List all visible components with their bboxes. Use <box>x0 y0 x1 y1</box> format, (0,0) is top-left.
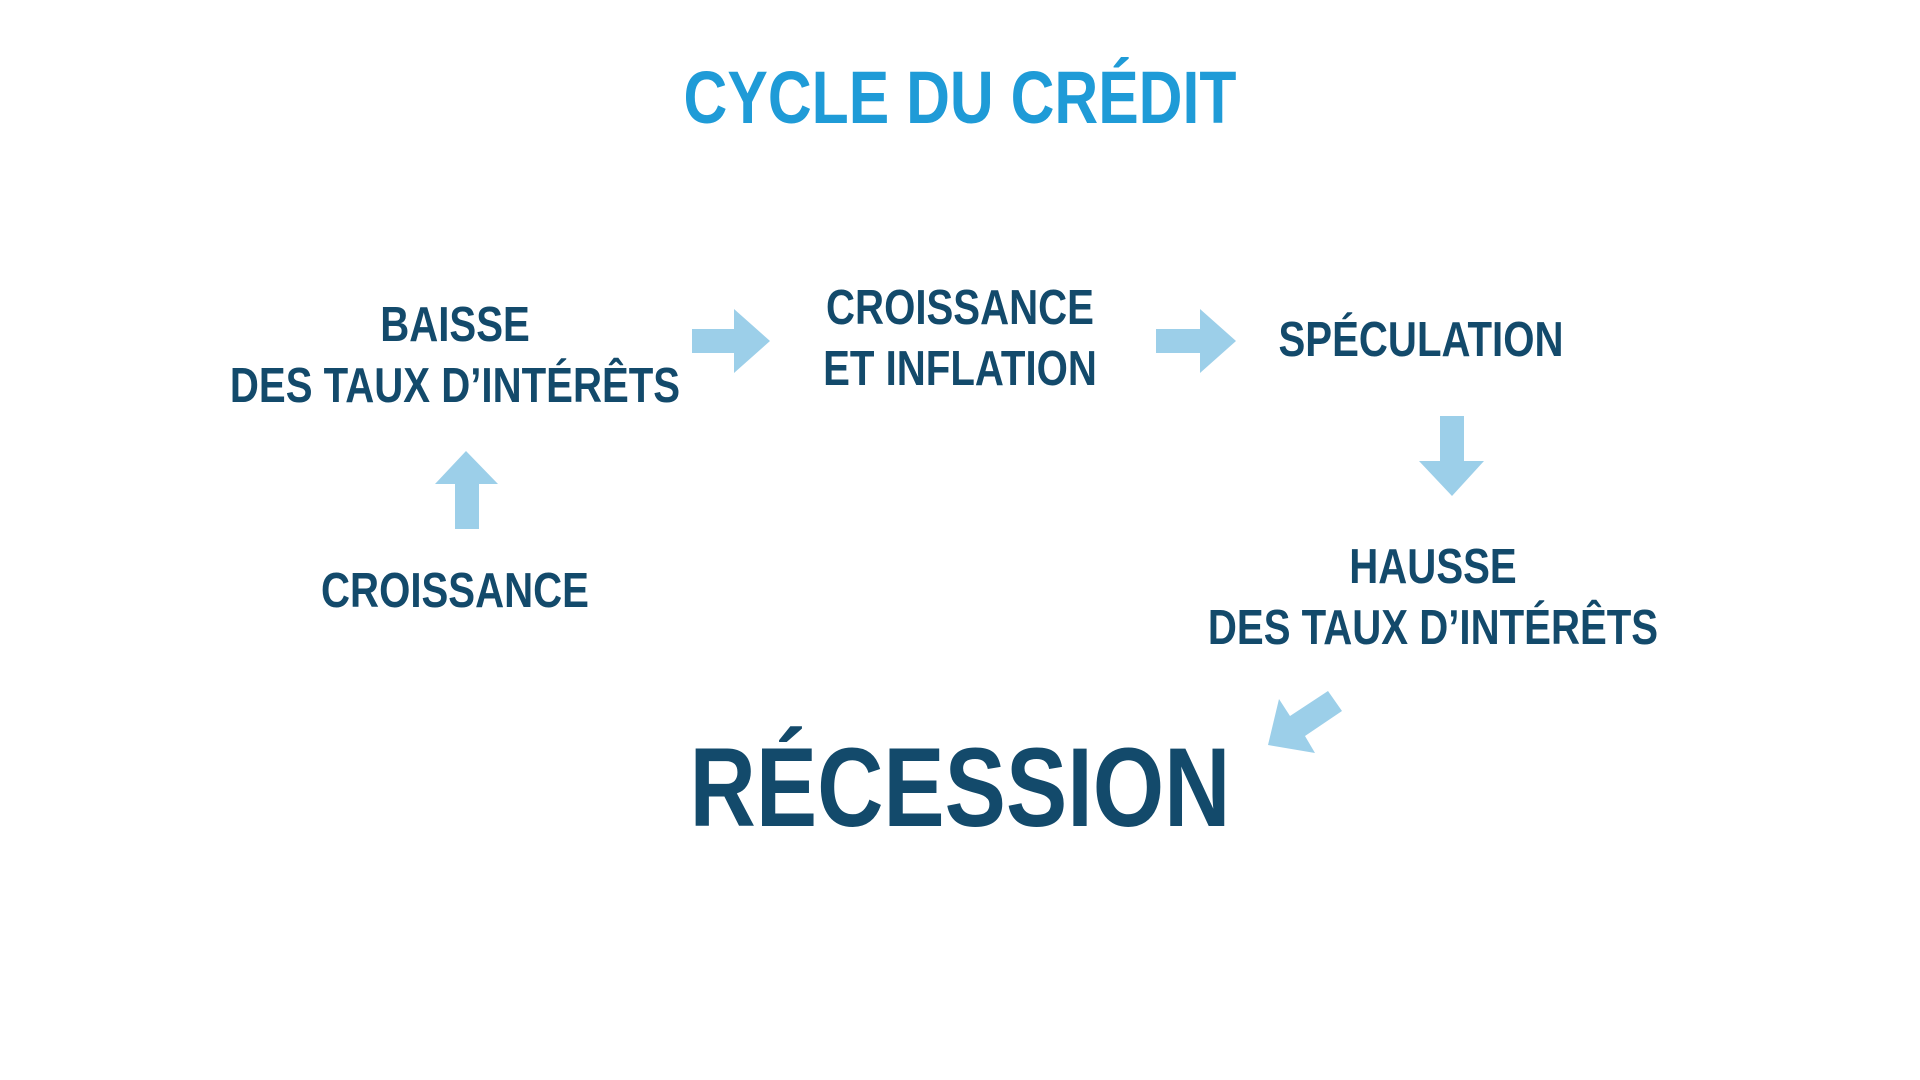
node-croissance: CROISSANCE <box>321 561 589 622</box>
node-label: SPÉCULATION <box>1278 313 1564 367</box>
node-label: ET INFLATION <box>823 342 1097 396</box>
node-baisse-taux: BAISSE DES TAUX D’INTÉRÊTS <box>230 295 680 417</box>
node-label: BAISSE <box>380 298 530 352</box>
node-label: DES TAUX D’INTÉRÊTS <box>229 359 681 413</box>
node-speculation: SPÉCULATION <box>1279 310 1564 371</box>
arrow-down-icon <box>1419 416 1484 496</box>
node-label: CROISSANCE <box>826 281 1094 335</box>
arrow-up-icon <box>435 451 498 529</box>
node-label: HAUSSE <box>1349 540 1517 594</box>
node-label: CROISSANCE <box>321 564 589 618</box>
arrow-down-left-icon <box>1268 691 1342 753</box>
node-hausse-taux: HAUSSE DES TAUX D’INTÉRÊTS <box>1208 537 1658 659</box>
node-croissance-inflation: CROISSANCE ET INFLATION <box>823 278 1097 400</box>
arrow-right-icon <box>1156 309 1236 373</box>
node-recession: RÉCESSION <box>689 725 1231 850</box>
node-label: DES TAUX D’INTÉRÊTS <box>1207 601 1659 655</box>
diagram-title: CYCLE DU CRÉDIT <box>683 56 1237 139</box>
arrow-right-icon <box>692 309 770 373</box>
